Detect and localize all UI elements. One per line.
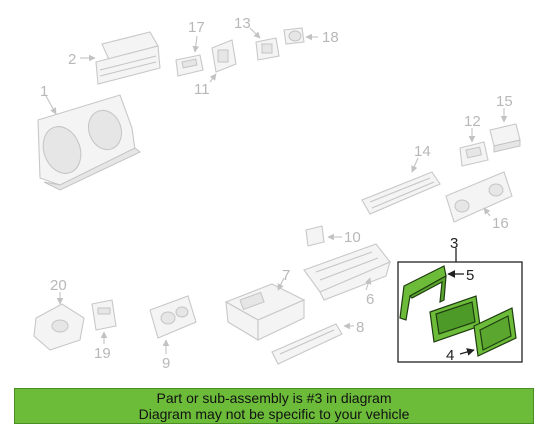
callout-13: 13	[234, 15, 251, 32]
part-12-switch	[459, 141, 489, 167]
part-5-bezel	[399, 265, 447, 321]
callout-2: 2	[68, 51, 76, 68]
part-9-knob-assembly	[149, 295, 197, 339]
part-16-climate-control	[445, 171, 513, 223]
part-15-switch	[489, 123, 521, 153]
callout-3: 3	[450, 235, 458, 252]
callout-10: 10	[344, 229, 361, 246]
part-19-switch	[91, 299, 117, 331]
callout-12: 12	[464, 113, 481, 130]
callout-1: 1	[40, 83, 48, 100]
callout-18: 18	[322, 29, 339, 46]
part-18-knob	[283, 27, 305, 45]
callout-8: 8	[356, 319, 364, 336]
callout-9: 9	[162, 355, 170, 372]
part-20-bracket	[33, 303, 85, 351]
notice-line-1: Part or sub-assembly is #3 in diagram	[156, 390, 392, 406]
callout-16: 16	[492, 215, 509, 232]
callout-7: 7	[282, 267, 290, 284]
notice-line-2: Diagram may not be specific to your vehi…	[138, 406, 410, 422]
part-7-radio-unit	[224, 283, 306, 341]
notice-banner: Part or sub-assembly is #3 in diagram Di…	[14, 388, 534, 424]
callout-11: 11	[194, 81, 210, 98]
callout-6: 6	[366, 291, 374, 308]
callout-14: 14	[414, 143, 431, 160]
callout-5: 5	[466, 267, 474, 284]
part-14-switch-panel	[361, 171, 441, 215]
callout-15: 15	[496, 93, 513, 110]
part-17-switch	[175, 54, 204, 77]
part-10-clip	[305, 225, 325, 247]
callout-20: 20	[50, 277, 67, 294]
part-4-housing	[473, 307, 517, 357]
part-6-bracket	[303, 243, 391, 301]
part-13-button	[255, 37, 280, 61]
part-8-trim	[271, 323, 343, 365]
callout-17: 17	[188, 19, 205, 36]
part-2-display	[95, 31, 161, 85]
part-11-switch	[211, 39, 237, 73]
callout-19: 19	[94, 345, 111, 362]
part-1-instrument-cluster	[37, 94, 141, 191]
callout-4: 4	[446, 347, 454, 364]
